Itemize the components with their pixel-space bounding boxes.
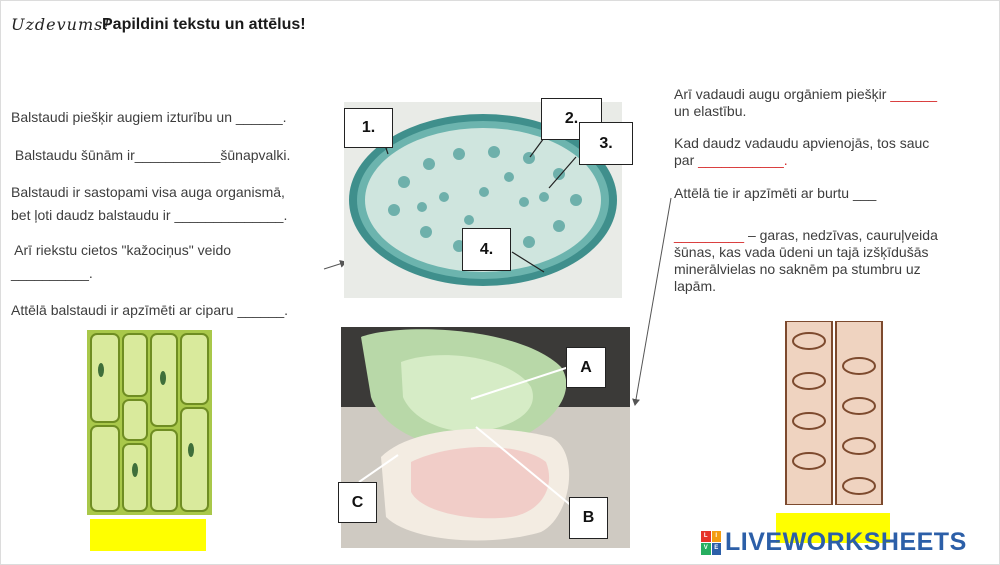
right-sentence-4a: _________ – garas, nedzīvas, cauruļveida xyxy=(674,227,938,244)
liveworksheets-logo: L I V E LIVEWORKSHEETS xyxy=(701,528,967,557)
logo-mark-e: E xyxy=(711,543,721,555)
green-stem-inner xyxy=(401,355,533,432)
task-label: Uzdevums! xyxy=(11,15,111,34)
label-line-3 xyxy=(548,156,577,189)
right-sentence-1a: Arī vadaudi augu orgāniem piešķir ______ xyxy=(674,86,937,103)
label-line-b xyxy=(475,426,580,513)
right-sentence-1b: un elastību. xyxy=(674,103,747,119)
right-sentence-4c: minerālvielas no saknēm pa stumbru uz xyxy=(674,261,921,277)
left-sentence-5: Attēlā balstaudi ir apzīmēti ar ciparu _… xyxy=(11,302,289,318)
right-sentence-1a-text: Arī vadaudi augu orgāniem piešķir xyxy=(674,86,887,102)
collenchyma-drawing xyxy=(87,330,212,515)
red-vascular-ring xyxy=(411,447,550,519)
blank-right-2[interactable]: ___________. xyxy=(698,152,788,168)
cell-nuclei xyxy=(98,363,194,477)
left-sentence-3a: Balstaudi ir sastopami visa auga organis… xyxy=(11,184,285,200)
left-sentence-3b: bet ļoti daudz balstaudu ir ____________… xyxy=(11,207,288,223)
label-box-2: 2. xyxy=(541,98,602,140)
stem-photo-drawing xyxy=(341,327,630,548)
right-sentence-4a-text: – garas, nedzīvas, cauruļveida xyxy=(744,227,938,243)
answer-field-left[interactable] xyxy=(90,519,206,551)
blank-right-4[interactable]: _________ xyxy=(674,227,745,243)
blank-right-1[interactable]: ______ xyxy=(890,86,938,102)
logo-mark-l: L xyxy=(701,530,711,542)
answer-field-right[interactable] xyxy=(776,513,890,543)
cell-walls xyxy=(90,333,209,512)
vessel-rings xyxy=(792,332,876,495)
cross-section-drawing xyxy=(349,114,617,286)
collenchyma-cells-image xyxy=(87,330,212,515)
left-sentence-4b: __________. xyxy=(11,265,93,281)
label-box-3: 3. xyxy=(579,122,633,165)
label-box-c: C xyxy=(338,482,377,523)
label-line-4 xyxy=(511,251,545,273)
label-box-4: 4. xyxy=(462,228,511,271)
right-sentence-2b: par ___________. xyxy=(674,152,788,169)
label-box-b: B xyxy=(569,497,608,539)
logo-mark-icon: L I V E xyxy=(701,530,721,555)
page-title: Papildini tekstu un attēlus! xyxy=(102,16,306,33)
arrow-left-to-cross-section xyxy=(323,260,347,270)
label-box-a: A xyxy=(566,347,606,388)
left-sentence-4a: Arī riekstu cietos "kažociņus" veido xyxy=(11,242,232,258)
right-sentence-4d: lapām. xyxy=(674,278,717,294)
label-box-1: 1. xyxy=(344,108,393,148)
logo-mark-i: I xyxy=(711,530,721,542)
right-sentence-2a: Kad daudz vadaudu apvienojās, tos sauc xyxy=(674,135,930,151)
xylem-vessels-image xyxy=(782,321,886,505)
logo-mark-v: V xyxy=(701,543,711,555)
left-sentence-1: Balstaudi piešķir augiem izturību un ___… xyxy=(11,109,287,125)
right-sentence-2b-text: par xyxy=(674,152,695,168)
right-sentence-4b: šūnas, kas vada ūdeni un tajā izšķīdušās xyxy=(674,244,929,260)
left-sentence-2: Balstaudu šūnām ir___________šūnapvalki. xyxy=(11,147,291,163)
arrow-right-to-stem xyxy=(632,197,672,406)
label-line-a xyxy=(470,366,570,400)
label-line-c xyxy=(358,454,399,483)
logo-text: LIVEWORKSHEETS xyxy=(725,528,967,556)
label-line-2 xyxy=(529,137,545,158)
right-sentence-3: Attēlā tie ir apzīmēti ar burtu ___ xyxy=(674,185,877,201)
xylem-drawing xyxy=(785,321,883,505)
